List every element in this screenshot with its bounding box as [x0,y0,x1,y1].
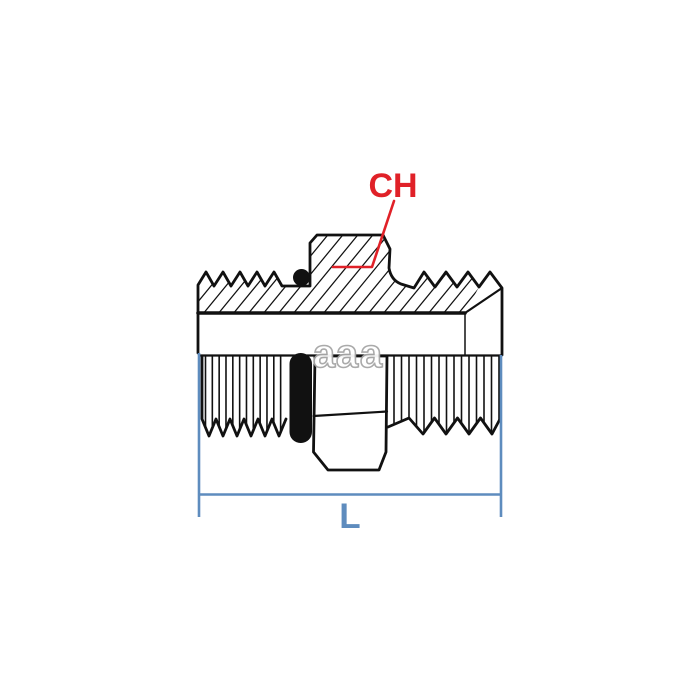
drawing-line [483,225,561,320]
watermark-letter: a [360,332,383,376]
upper-section-outline [196,233,504,357]
length-dimension: L [197,353,503,536]
drawing-line [198,235,232,313]
drawing-line [528,225,606,320]
drawing-line [302,235,382,313]
section-hatching [198,225,606,320]
right-thread-lines [393,356,500,433]
hex-nut-corner-line [312,410,389,418]
drawing-line [498,225,576,320]
drawing-line [198,235,277,313]
drawing-line [467,235,479,313]
left-thread-root-zigzag [200,354,288,438]
drawing-line [362,235,442,313]
ch-leader-line [331,199,396,269]
watermark: a a a [312,331,384,377]
right-thread-root-zigzag [386,354,502,436]
drawing-line [287,235,367,313]
drawing-line [272,235,352,313]
ch-label: CH [368,167,417,205]
watermark-letter: a [313,332,336,376]
length-label: L [339,497,360,536]
drawing-line [392,235,472,313]
drawing-line [317,235,397,313]
watermark-letter: a [336,332,359,376]
drawing-line [347,235,427,313]
drawing-line [513,225,591,320]
left-thread-lines [204,356,282,432]
drawing-line [452,235,479,313]
oring-section-dot [293,269,310,286]
end-chamfer-line [463,286,504,315]
oring-front [289,353,312,443]
drawing-line [332,235,412,313]
